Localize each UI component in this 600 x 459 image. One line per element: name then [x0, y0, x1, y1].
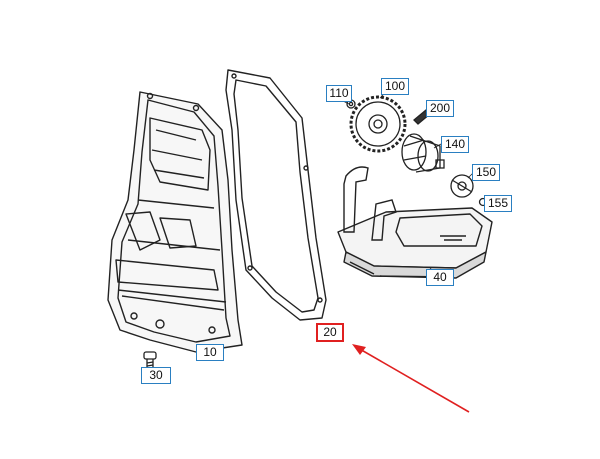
gear — [349, 95, 407, 153]
callout-20-highlighted: 20 — [316, 323, 344, 342]
callout-155: 155 — [484, 195, 512, 212]
gasket — [225, 69, 327, 321]
callout-10: 10 — [196, 344, 224, 361]
callout-200: 200 — [426, 100, 454, 117]
oil-filter — [337, 207, 493, 279]
oil-pan — [107, 91, 243, 353]
callout-30: 30 — [141, 367, 171, 384]
suction-pipe — [343, 166, 397, 241]
callout-110: 110 — [326, 85, 352, 102]
callout-150: 150 — [472, 164, 500, 181]
callout-40: 40 — [426, 269, 454, 286]
pump-assembly — [401, 133, 445, 173]
flange — [450, 174, 474, 198]
callout-100: 100 — [381, 78, 409, 95]
highlight-arrow — [352, 344, 470, 413]
callout-140: 140 — [441, 136, 469, 153]
